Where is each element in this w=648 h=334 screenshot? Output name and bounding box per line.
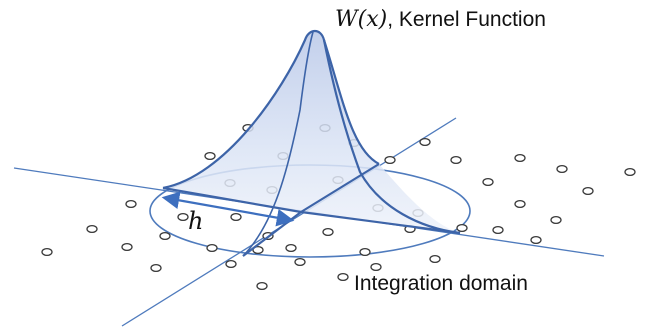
particle-marker [429, 254, 441, 264]
particle-marker [41, 247, 53, 257]
diagram-title: W(x), Kernel Function [335, 7, 546, 32]
particle-marker [285, 243, 297, 253]
particle-marker [456, 223, 468, 233]
particle-marker [370, 262, 382, 272]
particle-marker [550, 215, 562, 225]
particle-marker [230, 212, 242, 222]
kernel-symbol: W(x) [335, 7, 387, 32]
particle-marker [624, 167, 636, 177]
integration-domain-label: Integration domain [354, 272, 528, 295]
particle-marker [419, 137, 431, 147]
particle-marker [514, 153, 526, 163]
kernel-title-text: , Kernel Function [387, 8, 546, 31]
particle-marker [206, 243, 218, 253]
kernel-surface-fill [163, 31, 460, 233]
particle-marker [225, 259, 237, 269]
particle-marker [530, 235, 542, 245]
particle-marker [256, 281, 268, 291]
particle-marker [514, 199, 526, 209]
smoothing-length-label: h [188, 207, 203, 235]
kernel-base-right-edge [300, 210, 461, 235]
particle-marker [177, 212, 189, 222]
kernel-function-surface [162, 29, 461, 257]
particle-marker [204, 151, 216, 161]
particle-marker [492, 225, 504, 235]
particle-marker [252, 245, 264, 255]
particle-marker [121, 242, 133, 252]
particle-marker [86, 224, 98, 234]
particle-marker [582, 186, 594, 196]
particle-marker [294, 257, 306, 267]
kernel-right-profile [322, 39, 461, 235]
kernel-left-profile [162, 29, 380, 190]
particle-marker [337, 272, 349, 282]
particle-marker [125, 199, 137, 209]
particle-marker [384, 155, 396, 165]
smoothing-length-arrow [161, 191, 295, 227]
particle-marker [482, 177, 494, 187]
particle-marker [322, 227, 334, 237]
kernel-front-profile [242, 31, 314, 257]
particle-marker [359, 247, 371, 257]
kernel-base-back-edge [300, 163, 380, 213]
particle-marker [450, 155, 462, 165]
particle-marker [159, 231, 171, 241]
particle-marker [150, 263, 162, 273]
particle-marker [556, 164, 568, 174]
